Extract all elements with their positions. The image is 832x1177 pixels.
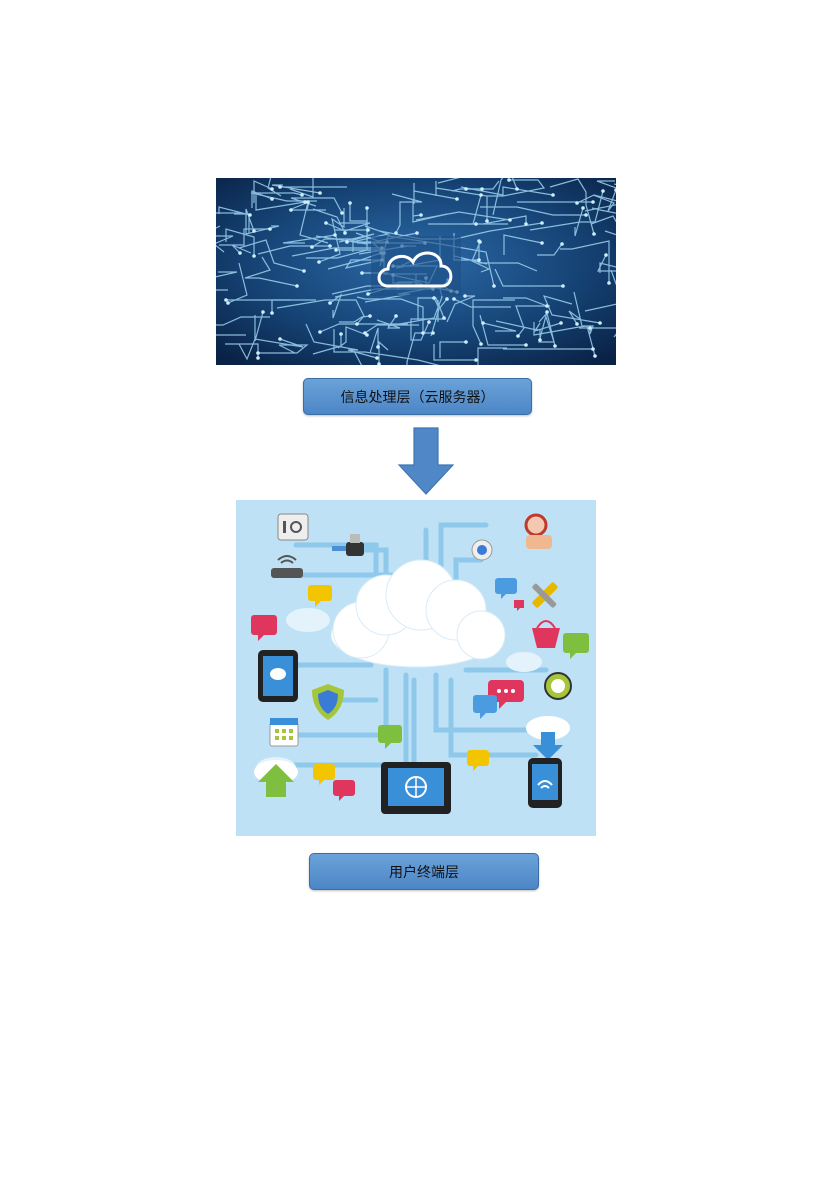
cloud-devices-image [236,500,596,836]
tools-icon [532,582,558,608]
cloud-icon [330,559,506,668]
clock-icon [544,672,572,700]
user-avatar-icon [524,513,552,549]
cloud-icon [371,236,461,296]
shield-icon [312,684,344,720]
smartphone-icon [528,758,562,808]
calendar-icon [269,718,299,747]
laptop-icon [381,762,451,814]
webcam-icon [471,539,493,561]
cloud-download-icon [526,716,570,760]
info-processing-layer-label: 信息处理层（云服务器） [303,378,532,415]
down-arrow-icon [398,427,454,495]
shopping-basket-icon [532,620,560,648]
router-icon [271,555,303,578]
safe-icon [277,513,309,541]
usb-plug-icon [332,534,364,556]
user-terminal-layer-label: 用户终端层 [309,853,539,890]
circuit-cloud-image [216,178,616,365]
cloud-upload-icon [254,760,298,797]
tablet-icon [258,650,298,702]
chat-bubbles-icon [251,578,589,801]
